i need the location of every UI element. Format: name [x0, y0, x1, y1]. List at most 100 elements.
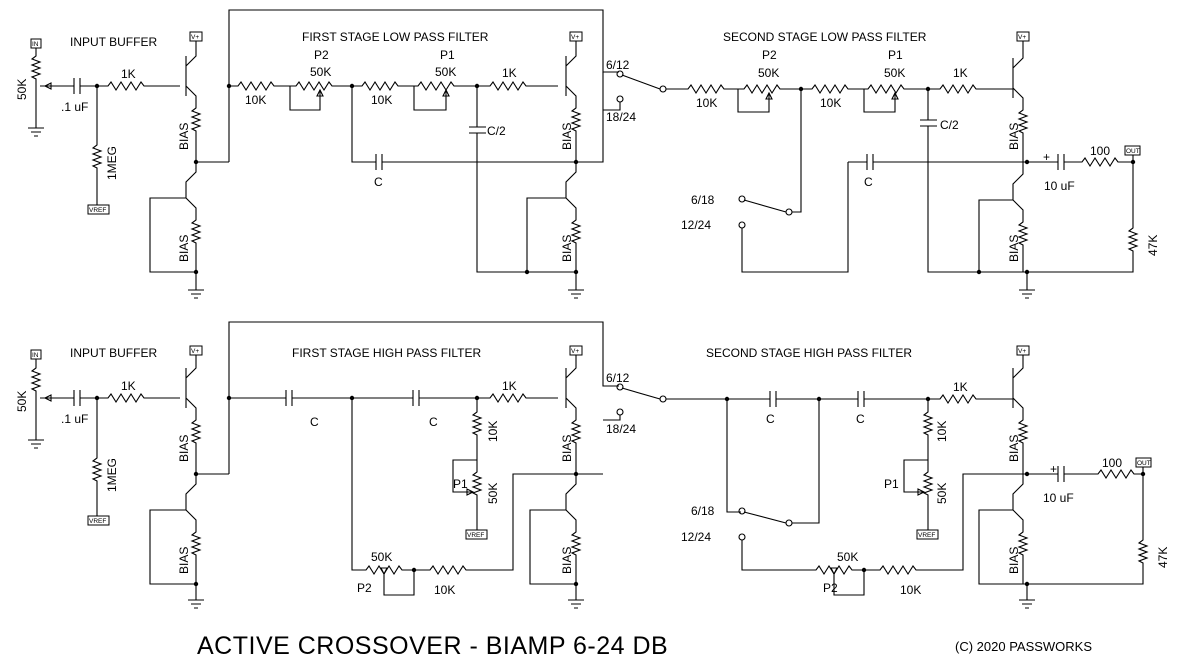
hp-input-pot: [30, 359, 42, 440]
lp1-10k-label: 10K: [245, 93, 266, 107]
lp2-p2-pot: [738, 83, 801, 95]
lp-1meg-resistor: [91, 86, 103, 205]
lp2-c-label: C: [864, 175, 873, 189]
lp1-1k-label: 1K: [502, 66, 517, 80]
hp-out-100-label: 100: [1102, 456, 1122, 470]
lp1-ground: [568, 272, 584, 299]
hp-out-47k-resistor: [1027, 467, 1149, 585]
hp-vref-terminal-1: [87, 515, 110, 526]
hp1-ground: [568, 584, 584, 609]
hp-1meg-resistor: [91, 398, 103, 516]
hp-input-cap: [73, 390, 81, 406]
hp2-follower-bias-label-2: BIAS: [1007, 547, 1021, 574]
lp-vplus-label-1: V+: [191, 34, 199, 41]
lp2-10k-label-2: 10K: [820, 96, 841, 110]
hp2-c-label-2: C: [856, 412, 865, 426]
lp2-c-capacitor: [848, 154, 1027, 170]
hp2-c-label-1: C: [766, 412, 775, 426]
lp2-ground: [1019, 272, 1035, 299]
lp2-p2-wiper: [737, 89, 770, 113]
hp1-p2-10k-network: [351, 398, 603, 576]
lp2-10k-resistor-2: [801, 83, 864, 95]
hp-vplus-label-2: V+: [571, 348, 579, 355]
lp1-p2-value: 50K: [310, 65, 331, 79]
hp-switch-1-lever: [621, 387, 661, 400]
lp2-p1-pot: [864, 83, 928, 95]
lp-pot-wiper-arrow: [43, 82, 52, 90]
lp-buffer-bias-label-2: BIAS: [177, 235, 191, 262]
lp1-follower-transistor: [565, 41, 603, 163]
hp1-c-label-2: C: [429, 415, 438, 429]
hp2-follower-transistor: [1012, 355, 1029, 474]
lp-input-pot: [30, 48, 42, 128]
hp1-1k-label: 1K: [502, 379, 517, 393]
lp2-10k-resistor: [666, 83, 738, 95]
hp-pot-wiper-arrow: [43, 394, 52, 402]
lp2-p2-value: 50K: [758, 66, 779, 80]
hp-buffer-bias-label-2: BIAS: [177, 547, 191, 574]
lp-sw-618-label: 6/18: [691, 193, 715, 207]
lp2-10k-label: 10K: [696, 96, 717, 110]
lp-vref-label-1: VREF: [89, 207, 106, 214]
lp2-follower-bias-label: BIAS: [1007, 123, 1021, 150]
lp2-switch-wire: [792, 89, 802, 213]
hp1-p1-value: 50K: [486, 483, 500, 504]
lp1-p1-value: 50K: [435, 65, 456, 79]
lp-sw-612-label: 6/12: [606, 58, 630, 72]
lp1-10k-label-2: 10K: [371, 93, 392, 107]
hp-vref-terminal-2: [465, 529, 488, 540]
high-pass-section: INPUT BUFFER FIRST STAGE HIGH PASS FILTE…: [15, 321, 1170, 609]
lp1-c2-capacitor: [469, 86, 527, 273]
hp2-ground: [1019, 584, 1035, 609]
hp-out-cap-plus: +: [1050, 462, 1057, 476]
lp2-c2-label: C/2: [940, 118, 959, 132]
lp-input-1k-label: 1K: [121, 67, 136, 81]
hp-sw-1824-label: 18/24: [606, 422, 636, 436]
lp-out-label: OUT: [1126, 148, 1140, 155]
lp-input-pot-label: 50K: [15, 79, 29, 100]
hp-input-ground: [28, 439, 44, 449]
hp-second-stage-label: SECOND STAGE HIGH PASS FILTER: [706, 346, 912, 360]
hp1-follower-bias-label: BIAS: [560, 435, 574, 462]
hp-out-label: OUT: [1137, 460, 1151, 467]
lp-1meg-label: 1MEG: [105, 146, 119, 180]
hp-1meg-label: 1MEG: [105, 458, 119, 492]
hp2-p1-wiper: [903, 459, 928, 493]
hp-output-network: [1027, 466, 1143, 482]
lp-first-stage-label: FIRST STAGE LOW PASS FILTER: [302, 30, 489, 44]
lp-second-stage-label: SECOND STAGE LOW PASS FILTER: [723, 30, 927, 44]
lp-output-network: [1027, 154, 1133, 170]
low-pass-section: INPUT BUFFER FIRST STAGE LOW PASS FILTER…: [15, 9, 1160, 299]
hp2-p2-label: P2: [823, 581, 838, 595]
lp-out-cap-plus: +: [1043, 150, 1050, 164]
hp-vref-terminal-3: [916, 529, 939, 540]
hp1-follower-bias-source: [529, 474, 582, 585]
lp2-1k-resistor: [928, 83, 1014, 95]
lp-switch-1-wire: [603, 102, 621, 111]
lp-out-47k-label: 47K: [1146, 235, 1160, 256]
lp1-1k-resistor: [477, 80, 558, 92]
lp-in-label: IN: [32, 41, 39, 48]
hp1-10k-label: 10K: [486, 421, 500, 442]
hp2-follower-bias-source: [978, 474, 1029, 585]
hp2-1k-label: 1K: [953, 380, 968, 394]
lp1-p2-arrow: [316, 88, 324, 97]
lp1-p2-label: P2: [314, 48, 329, 62]
lp-feedback-top-wire: [228, 9, 619, 162]
lp-buffer-transistor: [185, 41, 202, 162]
hp1-follower-bias-label-2: BIAS: [560, 547, 574, 574]
lp-vplus-label-3: V+: [1018, 34, 1026, 41]
lp2-p1-value: 50K: [884, 66, 905, 80]
lp1-p1-wiper: [413, 86, 447, 111]
lp2-1k-label: 1K: [953, 66, 968, 80]
lp-input-1k-resistor: [80, 80, 180, 92]
hp-input-pot-label: 50K: [15, 391, 29, 412]
lp-input-buffer-label: INPUT BUFFER: [70, 35, 157, 49]
hp-switch-2-lever: [743, 511, 787, 524]
lp1-p1-arrow: [442, 88, 450, 97]
lp1-10k-resistor-2: [352, 80, 414, 92]
hp2-p1-label: P1: [884, 477, 899, 491]
hp-out-47k-label: 47K: [1156, 547, 1170, 568]
hp2-10k-p1-network: [922, 399, 934, 530]
